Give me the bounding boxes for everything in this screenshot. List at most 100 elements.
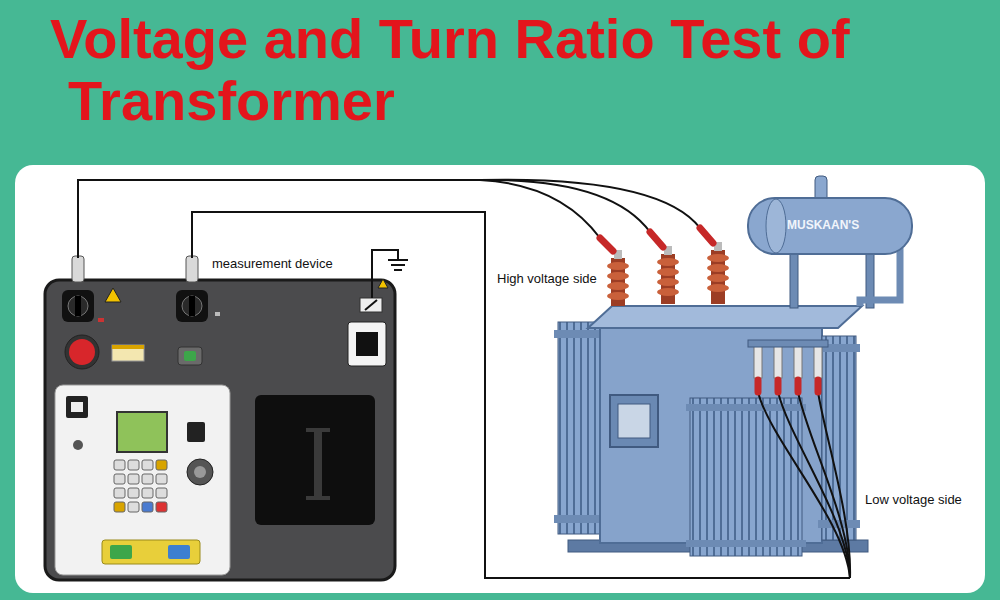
measurement-device-drawing [45,256,395,580]
keypad [142,474,153,484]
transformer-drawing [554,515,606,523]
lv-bushing [794,346,802,378]
transformer-drawing [686,540,806,547]
measurement-device-drawing [110,545,132,559]
test-leads [480,180,600,238]
crocodile-clip [700,228,713,243]
crocodile-clip [600,238,613,251]
measurement-device-drawing [112,345,144,349]
measurement-device-drawing [75,296,81,316]
hv-bushing [657,278,679,286]
test-leads [818,392,850,578]
white-panel [15,165,985,593]
measurement-device-drawing [348,322,386,366]
measurement-device-drawing [68,296,88,316]
side-label: High voltage side [496,271,598,287]
test-leads [480,180,650,232]
brand-name: MUSKAAN'S [786,218,860,232]
measurement-device-drawing [378,279,388,288]
crocodile-clip [600,228,818,392]
measurement-device-drawing [112,345,144,361]
measurement-device-drawing [306,496,330,500]
keypad [128,488,139,498]
transformer-drawing [554,330,606,338]
hv-bushing [607,242,729,306]
measurement-device-drawing [72,256,84,282]
ground-symbol [394,269,402,271]
measurement-device-drawing [187,459,213,485]
crocodile-clip [815,380,822,392]
hv-bushing [607,262,629,270]
measurement-device-drawing [186,256,198,282]
ground-symbol [372,250,398,298]
measurement-device-drawing [168,545,190,559]
hv-bushing [607,272,629,280]
measurement-device-drawing [117,412,167,452]
measurement-device-drawing [73,440,83,450]
keypad [128,502,139,512]
transformer-drawing [686,404,806,411]
measurement-device-drawing [176,290,208,322]
measurement-device-drawing [365,300,377,310]
measurement-device-drawing [184,351,196,361]
keypad [128,474,139,484]
crocodile-clip [775,380,782,392]
measurement-device-drawing [55,385,230,575]
test-leads [480,180,700,228]
keypad [128,460,139,470]
measurement-device-drawing [105,288,121,302]
transformer-drawing [860,248,900,306]
keypad [114,488,125,498]
transformer-drawing [618,404,650,438]
measurement-device-drawing [187,422,205,442]
hv-bushing [707,254,729,262]
measurement-device-drawing [215,312,220,316]
transformer-drawing [554,176,912,556]
measurement-device-drawing [356,332,378,356]
hv-bushing [657,288,679,296]
crocodile-clip [650,232,663,247]
lv-bushing [748,340,828,378]
ground-symbol [391,264,405,266]
measurement-device-drawing [102,540,200,564]
ground-symbol [388,259,408,261]
measurement-device-drawing [178,347,202,365]
measurement-device-drawing [62,290,94,322]
lv-bushing [814,346,822,378]
transformer-drawing [558,322,602,534]
keypad [114,460,125,470]
test-leads [798,392,850,578]
keypad [114,460,167,512]
measurement-device-drawing [71,402,83,412]
transformer-drawing [748,198,912,254]
transformer-drawing [766,199,786,253]
keypad [156,502,167,512]
measurement-device-drawing [194,466,206,478]
measurement-device-drawing [69,339,95,365]
measurement-device-drawing [306,428,330,432]
measurement-device-drawing [255,395,375,525]
hv-bushing [707,274,729,282]
transformer-drawing [690,398,802,556]
keypad [142,460,153,470]
title: Voltage and Turn Ratio Test of Transform… [50,8,868,132]
lv-bushing [774,346,782,378]
lv-bushing [748,340,828,347]
hv-bushing [607,282,629,290]
keypad [156,460,167,470]
keypad [142,502,153,512]
transformer-drawing [610,395,658,447]
hv-bushing [607,292,629,300]
transformer-drawing [790,252,798,308]
keypad [142,488,153,498]
hv-bushing [707,284,729,292]
test-leads [192,212,850,578]
measurement-device-drawing [65,335,99,369]
measurement-device-drawing [66,396,88,418]
keypad [114,474,125,484]
crocodile-clip [795,380,802,392]
keypad [156,474,167,484]
hv-bushing [707,264,729,272]
lv-bushing [754,346,762,378]
